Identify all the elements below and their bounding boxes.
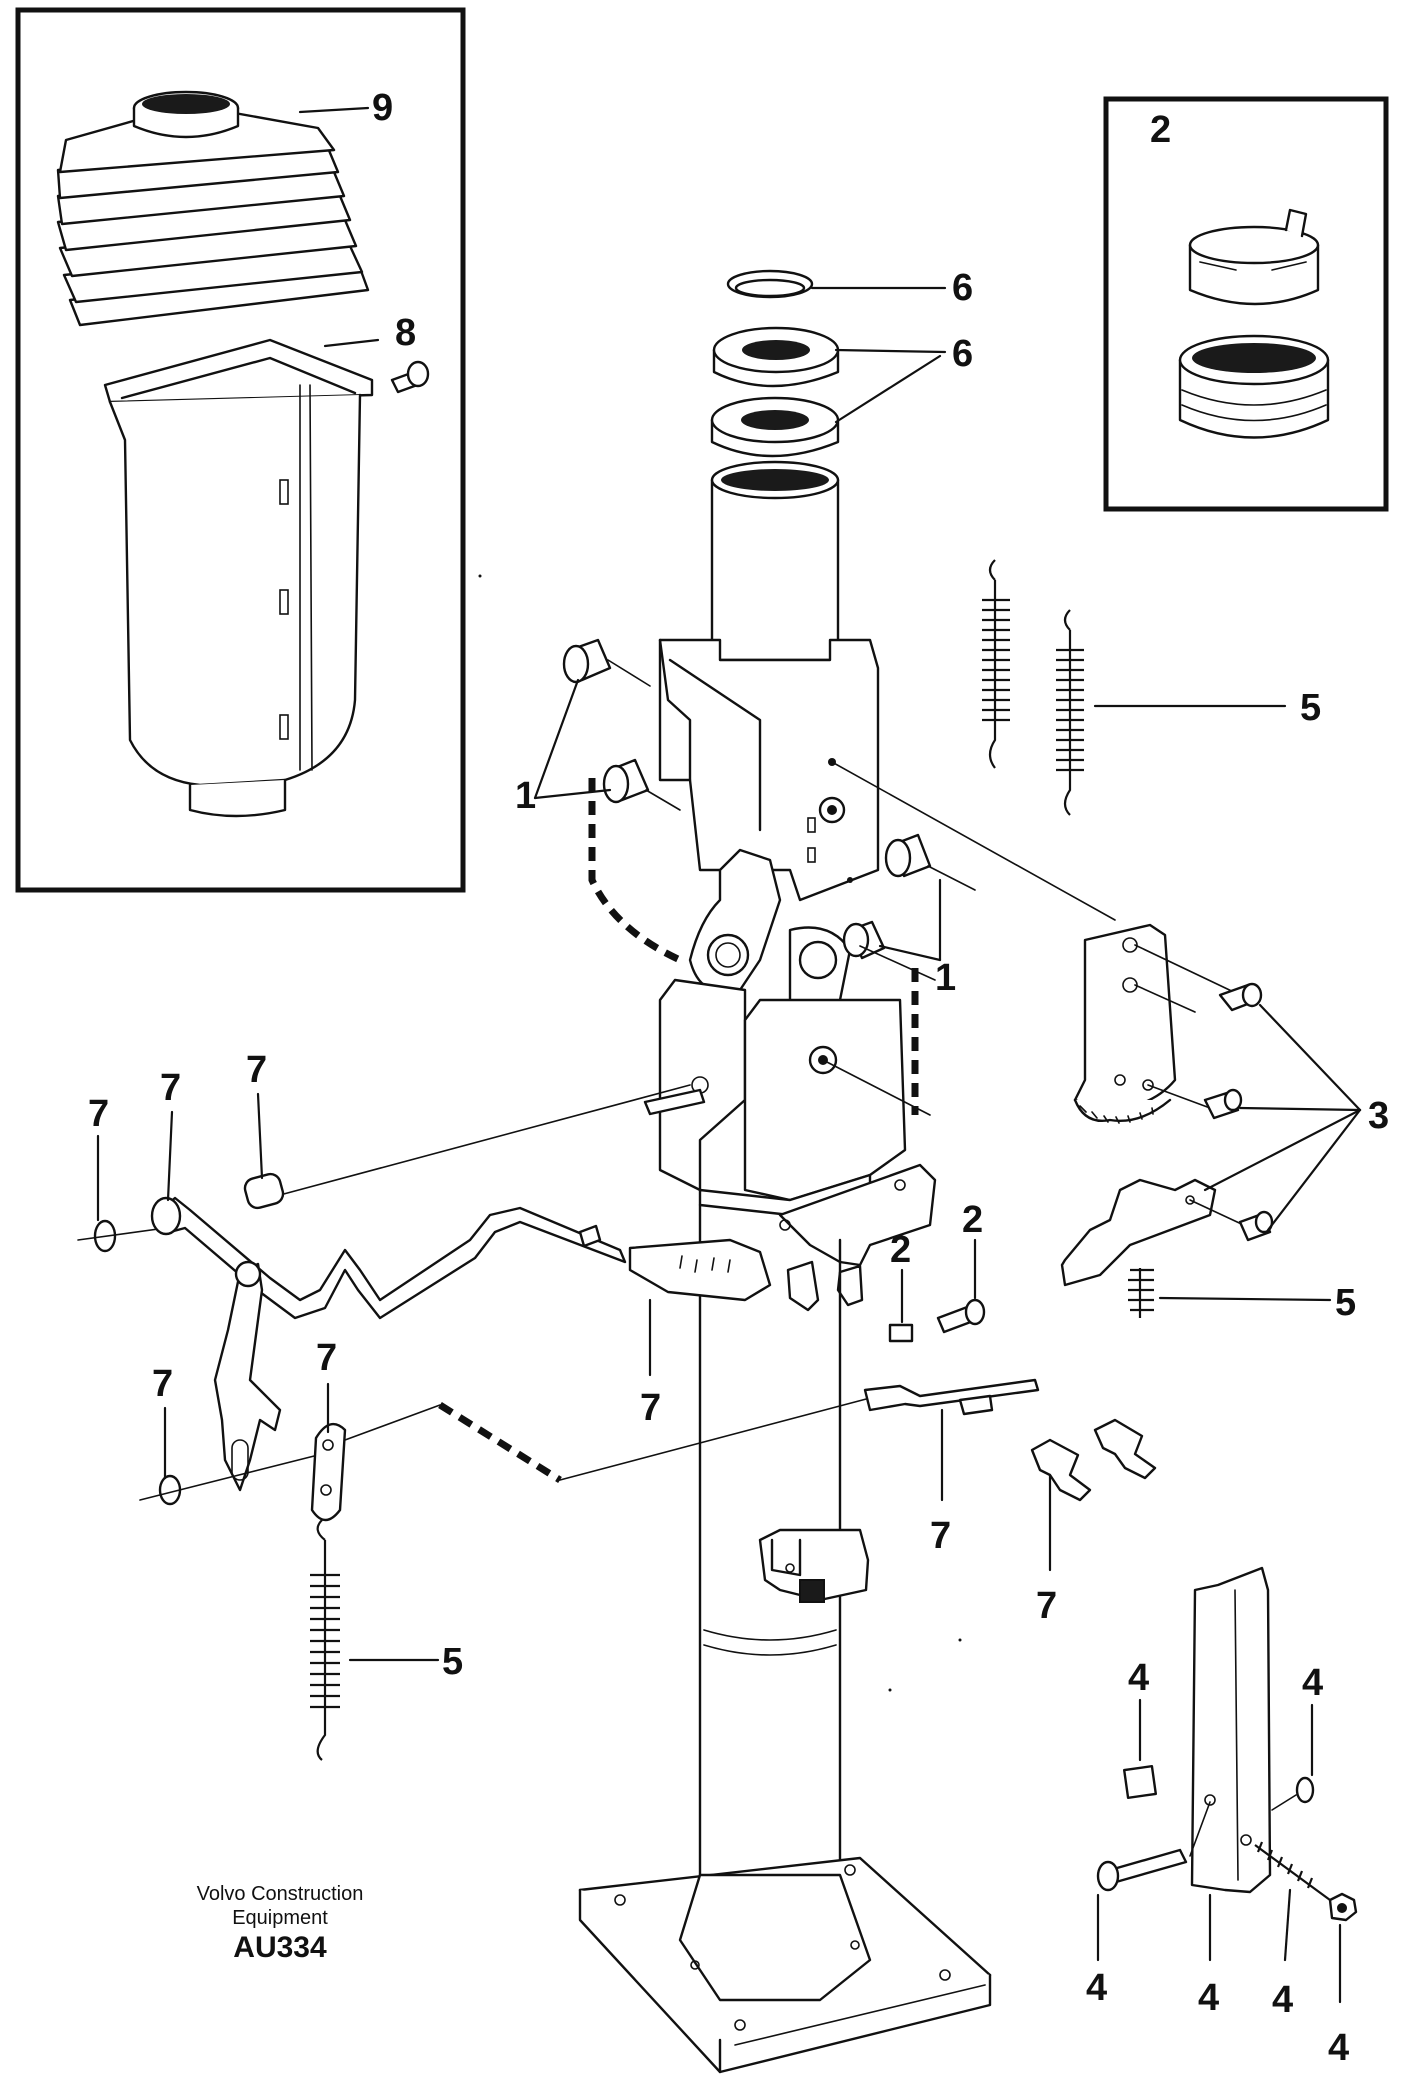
hidden-outline-left: [588, 778, 682, 964]
callout-4-b: 4: [1302, 1662, 1323, 1704]
callout-4-c: 4: [1086, 1967, 1107, 2009]
rubber-boot: [56, 90, 370, 327]
callout-7-g: 7: [930, 1515, 951, 1557]
caption-drawing-code: AU334: [233, 1931, 327, 1964]
left-linkage: [77, 1084, 1052, 1572]
callout-5-bottom: 5: [442, 1641, 463, 1683]
callout-4-f: 4: [1328, 2027, 1349, 2069]
callout-7-b: 7: [160, 1067, 181, 1109]
callout-4-a: 4: [1128, 1657, 1149, 1699]
callout-7-c: 7: [246, 1049, 267, 1091]
axle-line-upper: [831, 761, 1116, 921]
inset-box-bushing-detail: [1103, 96, 1389, 512]
springs-pair: [982, 559, 1287, 816]
caption-line-1: Volvo Construction: [196, 1883, 364, 1905]
small-spring: [1128, 1268, 1332, 1318]
publisher-caption: Volvo Construction Equipment AU334: [120, 1882, 440, 1966]
callout-7-a: 7: [88, 1093, 109, 1135]
callout-9: 9: [372, 87, 393, 129]
callout-8: 8: [395, 312, 416, 354]
housing: [103, 338, 374, 818]
callout-1-right: 1: [935, 957, 956, 999]
callout-6-top: 6: [952, 267, 973, 309]
callout-2-bolt-b: 2: [962, 1199, 983, 1241]
bracket-bolts: [888, 1238, 986, 1343]
housing-bolt: [390, 360, 430, 394]
callout-7-d: 7: [152, 1363, 173, 1405]
callout-3: 3: [1368, 1095, 1389, 1137]
callout-1-left: 1: [515, 775, 536, 817]
callout-4-d: 4: [1198, 1977, 1219, 2019]
sector-plate-and-pins: [1060, 923, 1362, 1287]
spring-clips: [1030, 1418, 1157, 1502]
steering-column: [578, 460, 992, 2074]
callout-2-inset: 2: [1150, 109, 1171, 151]
return-spring-bottom: [310, 1519, 440, 1761]
callout-7-e: 7: [316, 1337, 337, 1379]
caption-line-2: Equipment: [232, 1907, 328, 1929]
callout-5-springs: 5: [1300, 687, 1321, 729]
inset-box-boot-and-housing: [15, 7, 466, 893]
callout-6-mid: 6: [952, 333, 973, 375]
callout-7-f: 7: [640, 1387, 661, 1429]
pedal-lever-assembly: [1096, 1566, 1358, 2004]
callout-2-bolt-a: 2: [890, 1229, 911, 1271]
axle-line-center: [822, 1059, 931, 1116]
callout-4-e: 4: [1272, 1979, 1293, 2021]
callout-7-h: 7: [1036, 1585, 1057, 1627]
circlip-and-bearings: [710, 269, 947, 458]
callout-5-small: 5: [1335, 1282, 1356, 1324]
bushings: [533, 638, 976, 981]
